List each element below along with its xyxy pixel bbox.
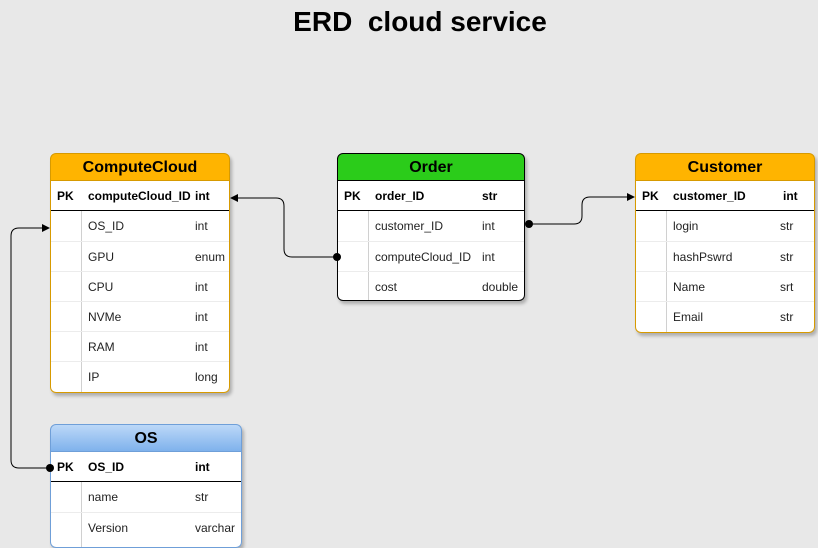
field-name: customer_ID: [375, 219, 444, 233]
field-type: str: [195, 490, 209, 504]
table-row[interactable]: OS_ID int: [51, 211, 229, 241]
field-type: int: [195, 340, 208, 354]
table-row[interactable]: computeCloud_ID int: [338, 241, 524, 271]
field-name: customer_ID: [673, 189, 746, 203]
table-row[interactable]: Name srt: [636, 271, 814, 301]
field-type: int: [783, 189, 798, 203]
table-row[interactable]: login str: [636, 211, 814, 241]
pk-label: PK: [57, 460, 74, 474]
diagram-title: ERD cloud service: [293, 6, 547, 37]
field-name: NVMe: [88, 310, 122, 324]
field-type: str: [780, 219, 794, 233]
field-name: computeCloud_ID: [88, 189, 191, 203]
field-type: str: [780, 310, 794, 324]
entity-body: PK customer_ID int login str hashPswrd str…: [635, 181, 815, 333]
table-row[interactable]: customer_ID int: [338, 211, 524, 241]
field-name: OS_ID: [88, 460, 125, 474]
field-name: name: [88, 490, 119, 504]
entity-customer[interactable]: Customer PK customer_ID int login str has…: [635, 153, 815, 333]
field-type: str: [482, 189, 498, 203]
field-name: login: [673, 219, 699, 233]
table-row[interactable]: Version varchar: [51, 512, 241, 542]
field-name: Version: [88, 521, 129, 535]
table-row[interactable]: NVMe int: [51, 301, 229, 331]
field-name: computeCloud_ID: [375, 250, 472, 264]
entity-title: Order: [409, 159, 453, 176]
field-name: CPU: [88, 280, 114, 294]
field-type: int: [195, 189, 210, 203]
table-row[interactable]: cost double: [338, 271, 524, 300]
connector-os-computecloud[interactable]: [10, 227, 50, 469]
entity-title: OS: [134, 430, 158, 447]
field-name: IP: [88, 370, 100, 384]
field-name: OS_ID: [88, 219, 125, 233]
table-row[interactable]: hashPswrd str: [636, 241, 814, 271]
entity-os[interactable]: OS PK OS_ID int name str Version varchar: [50, 424, 242, 548]
table-row[interactable]: RAM int: [51, 331, 229, 361]
table-row[interactable]: CPU int: [51, 271, 229, 301]
connector-order-customer[interactable]: [529, 196, 631, 225]
field-name: Email: [673, 310, 704, 324]
field-name: RAM: [88, 340, 115, 354]
entity-title: ComputeCloud: [82, 159, 198, 176]
entity-header[interactable]: Order: [337, 153, 525, 181]
field-name: order_ID: [375, 189, 425, 203]
field-type: int: [195, 219, 208, 233]
arrowhead-icon: [230, 194, 238, 202]
field-name: cost: [375, 280, 398, 294]
entity-header[interactable]: Customer: [635, 153, 815, 181]
table-row[interactable]: name str: [51, 482, 241, 512]
entity-body: PK OS_ID int name str Version varchar: [50, 452, 242, 548]
connector-order-computecloud[interactable]: [234, 197, 337, 258]
pk-label: PK: [57, 189, 74, 203]
pk-label: PK: [642, 189, 659, 203]
field-type: srt: [780, 280, 794, 294]
pk-row[interactable]: PK computeCloud_ID int: [51, 181, 229, 211]
field-name: hashPswrd: [673, 250, 733, 264]
field-type: varchar: [195, 521, 236, 535]
column-divider: [368, 211, 369, 300]
pk-row[interactable]: PK customer_ID int: [636, 181, 814, 211]
pk-label: PK: [344, 189, 361, 203]
column-divider: [81, 482, 82, 547]
table-row[interactable]: IP long: [51, 361, 229, 391]
field-type: long: [195, 370, 218, 384]
table-row[interactable]: Email str: [636, 301, 814, 331]
field-name: GPU: [88, 250, 115, 264]
field-name: Name: [673, 280, 706, 294]
field-type: enum: [195, 250, 226, 264]
connector-dot-icon: [525, 220, 533, 228]
entity-header[interactable]: ComputeCloud: [50, 153, 230, 181]
field-type: int: [195, 460, 210, 474]
arrowhead-icon: [42, 224, 50, 232]
field-type: str: [780, 250, 794, 264]
field-type: double: [482, 280, 519, 294]
entity-computecloud[interactable]: ComputeCloud PK computeCloud_ID int OS_I…: [50, 153, 230, 393]
field-type: int: [482, 219, 495, 233]
field-type: int: [482, 250, 495, 264]
pk-row[interactable]: PK OS_ID int: [51, 452, 241, 482]
table-row[interactable]: GPU enum: [51, 241, 229, 271]
entity-header[interactable]: OS: [50, 424, 242, 452]
arrowhead-icon: [627, 193, 635, 201]
entity-title: Customer: [687, 159, 763, 176]
pk-row[interactable]: PK order_ID str: [338, 181, 524, 211]
field-type: int: [195, 280, 208, 294]
field-type: int: [195, 310, 208, 324]
